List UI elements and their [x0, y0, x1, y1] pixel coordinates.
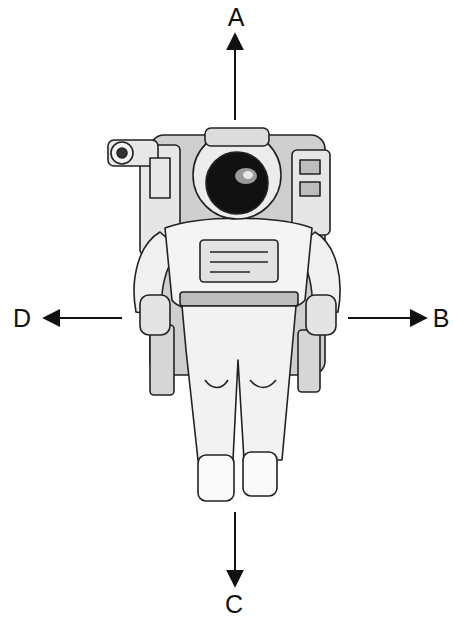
arrow-a: [234, 34, 236, 120]
direction-label: C: [225, 592, 243, 617]
direction-label: A: [228, 5, 245, 30]
direction-label: D: [13, 306, 31, 331]
direction-label: B: [433, 306, 450, 331]
astronaut: [108, 128, 340, 501]
arrow-c: [234, 512, 236, 586]
arrow-d: [44, 317, 122, 319]
direction-arrows: [44, 34, 426, 586]
arrow-b: [348, 317, 426, 319]
